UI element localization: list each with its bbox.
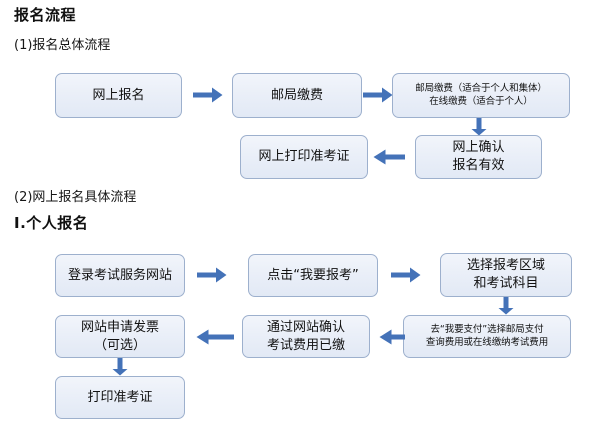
flow-box-online-confirm: 网上确认 报名有效 [415,135,542,179]
flow-box-click-apply: 点击“我要报考” [248,254,378,297]
section-label-overall-flow: (1)报名总体流程 [14,38,111,53]
arrow-right-apply-to-pay [193,87,223,103]
flow-box-login-site: 登录考试服务网站 [55,254,185,297]
arrow-right-pay-to-options [363,87,393,103]
arrow-right-click-to-select [391,267,421,283]
flow-box-select-region-subject: 选择报考区域 和考试科目 [440,253,572,297]
flow-box-post-office-pay: 邮局缴费 [232,73,362,118]
section-title-individual: Ⅰ.个人报名 [14,214,89,232]
flow-box-confirm-paid: 通过网站确认 考试费用已缴 [242,315,370,358]
flow-box-print-ticket: 打印准考证 [55,376,185,419]
flow-box-pay-options: 邮局缴费（适合于个人和集体） 在线缴费（适合于个人） [392,73,570,118]
arrow-down-options-to-confirm [471,118,487,136]
flow-box-online-apply: 网上报名 [55,73,182,118]
flow-box-print-admission: 网上打印准考证 [240,135,368,179]
section-label-detail-flow: (2)网上报名具体流程 [14,190,137,205]
flow-box-go-pay: 去“我要支付”选择邮局支付 查询费用或在线缴纳考试费用 [403,315,571,358]
arrow-right-login-to-click [197,267,227,283]
page-title: 报名流程 [14,6,77,24]
arrow-down-invoice-to-print [112,358,128,376]
arrow-left-pay-to-confirm [379,329,405,345]
flow-box-request-invoice: 网站申请发票 （可选） [55,315,185,358]
arrow-left-confirm-to-invoice [196,329,234,345]
arrow-left-confirm-to-print [373,149,405,165]
arrow-down-select-to-pay [498,297,514,315]
